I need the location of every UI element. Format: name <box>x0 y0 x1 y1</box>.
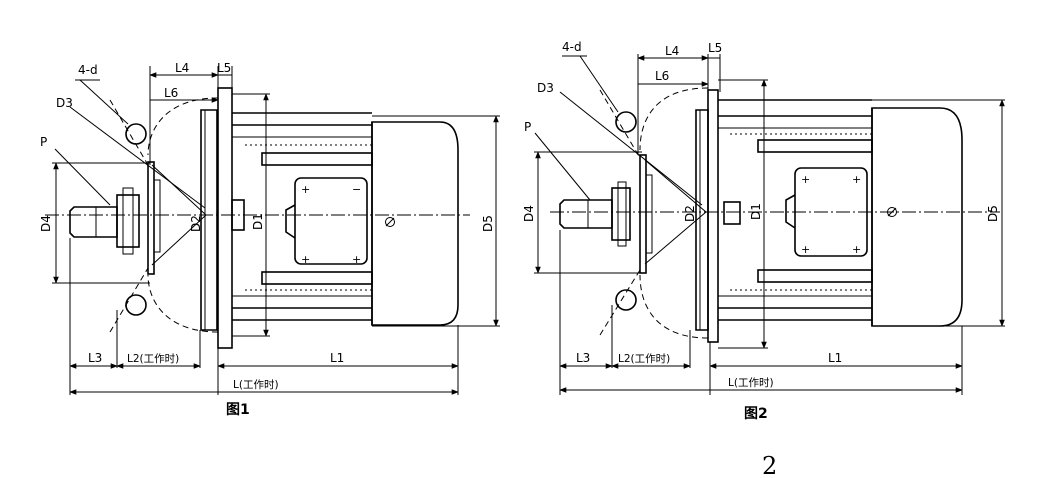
label-l5: L5 <box>708 41 722 55</box>
label-d5: D5 <box>986 205 1000 222</box>
label-l4: L4 <box>665 44 679 58</box>
label-d5: D5 <box>481 215 495 232</box>
label-d3: D3 <box>56 96 73 110</box>
svg-text:+: + <box>352 253 361 266</box>
label-l: L(工作时) <box>728 377 774 389</box>
svg-text:−: − <box>352 183 361 196</box>
svg-text:+: + <box>801 173 810 186</box>
figure-2-geometry: + + + + <box>534 54 1005 395</box>
label-l5: L5 <box>217 61 231 75</box>
figure-1-geometry: + − + + <box>45 66 500 395</box>
label-d2: D2 <box>189 215 203 232</box>
figure-1-labels: 4-d D3 P L4 L5 L6 D4 D2 D1 D5 L3 L2(工作时)… <box>39 61 495 418</box>
label-d1: D1 <box>749 203 763 220</box>
figure-2-caption: 图2 <box>744 406 768 422</box>
label-l2: L2(工作时) <box>618 353 670 365</box>
label-l4: L4 <box>175 61 189 75</box>
svg-text:+: + <box>301 253 310 266</box>
label-p: P <box>524 120 531 134</box>
label-l1: L1 <box>330 351 344 365</box>
label-l6: L6 <box>655 69 669 83</box>
label-l6: L6 <box>164 86 178 100</box>
label-l1: L1 <box>828 351 842 365</box>
figure-1-caption: 图1 <box>226 402 250 418</box>
label-d4: D4 <box>39 215 53 232</box>
label-l2: L2(工作时) <box>127 353 179 365</box>
label-l: L(工作时) <box>233 379 279 391</box>
svg-text:+: + <box>852 243 861 256</box>
label-d1: D1 <box>251 213 265 230</box>
label-d4: D4 <box>522 205 536 222</box>
label-p: P <box>40 135 47 149</box>
svg-text:+: + <box>301 183 310 196</box>
label-d3: D3 <box>537 81 554 95</box>
figure-1: + − + + <box>39 61 500 418</box>
svg-text:+: + <box>801 243 810 256</box>
label-l3: L3 <box>576 351 590 365</box>
label-d2: D2 <box>683 205 697 222</box>
svg-text:+: + <box>852 173 861 186</box>
figure-2-labels: 4-d D3 P L4 L5 L6 D4 D2 D1 D5 L3 L2(工作时)… <box>522 40 1000 422</box>
page-number: 2 <box>762 452 777 478</box>
label-4-d: 4-d <box>78 63 98 77</box>
label-l3: L3 <box>88 351 102 365</box>
figure-2: + + + + <box>522 40 1005 422</box>
label-4-d: 4-d <box>562 40 582 54</box>
